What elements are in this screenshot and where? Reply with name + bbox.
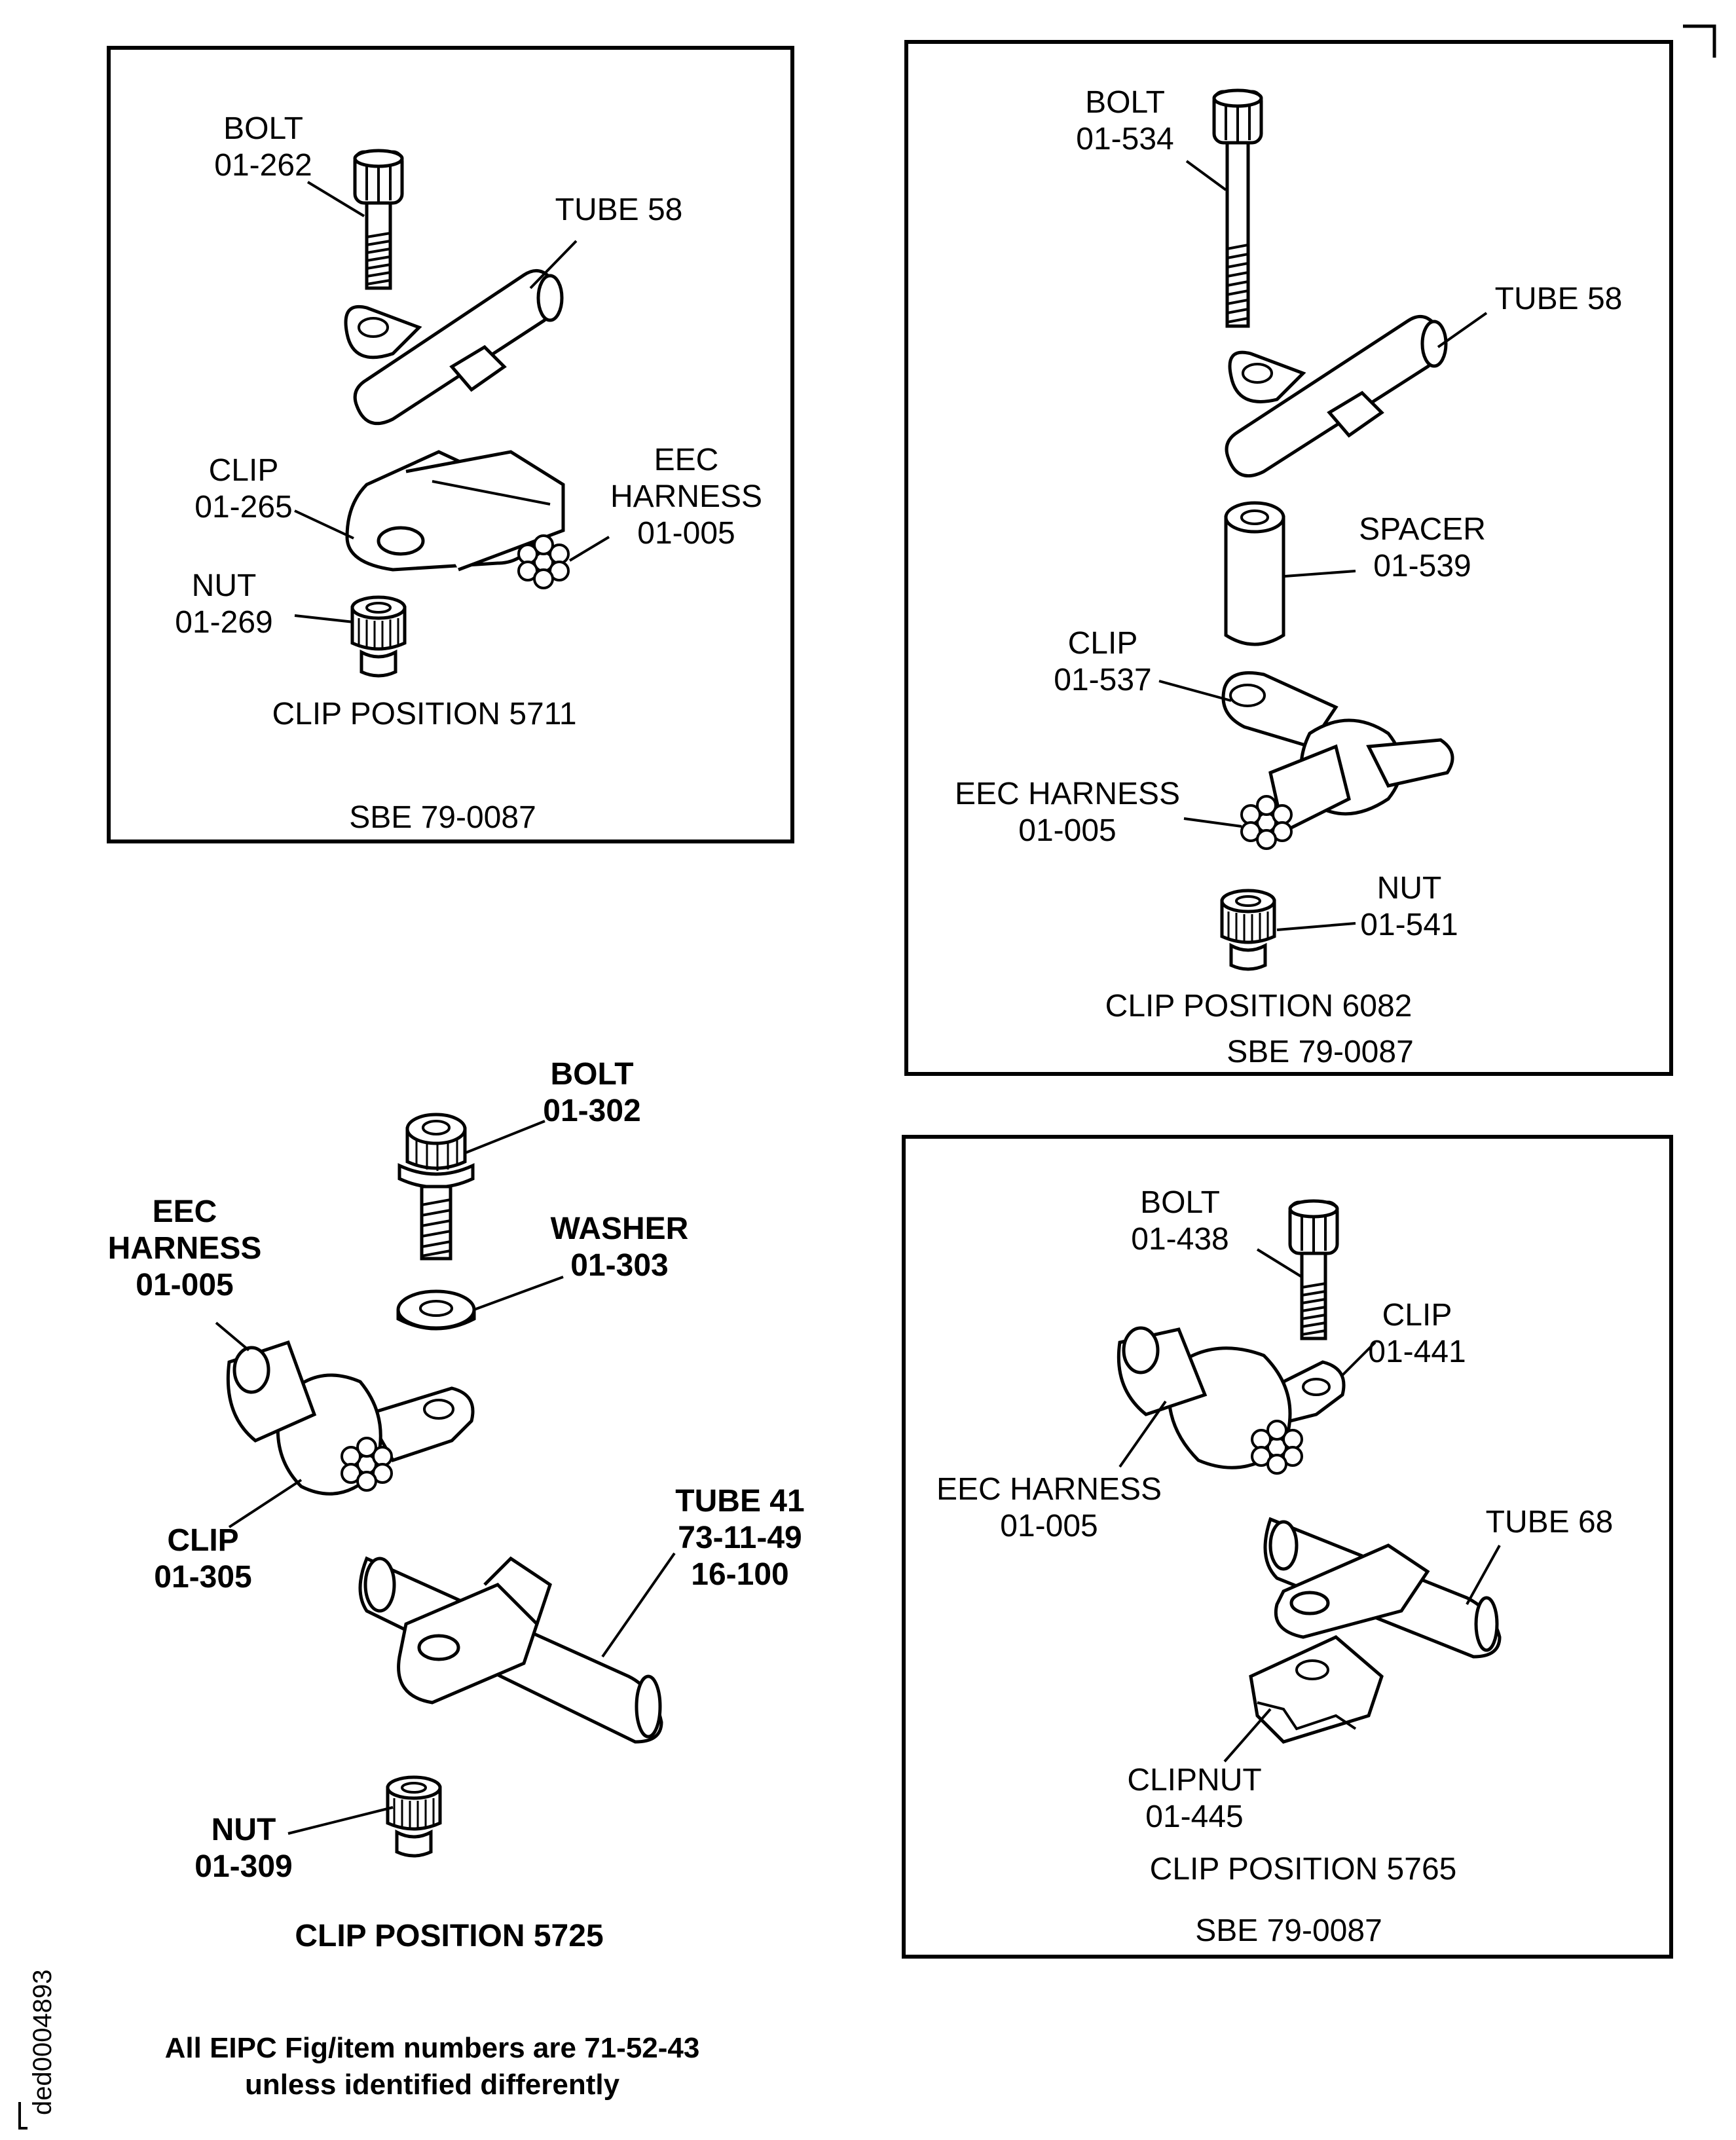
corner-mark [1683,24,1716,58]
tube-label: TUBE 68 [1486,1505,1614,1540]
washer-part [396,1289,476,1331]
clip-label: CLIP [1382,1298,1452,1333]
panel-frame [904,40,1673,1076]
leader-lines [294,181,610,623]
drawing-id: ded0004893 [28,1970,57,2115]
leader-lines [215,1120,676,1835]
bolt-number: 01-438 [1131,1222,1228,1257]
clip-number: 01-305 [154,1560,251,1595]
nut-part [352,597,405,676]
bolt-part [355,151,402,288]
panel-clip-position-5725: BOLT 01-302 WASHER 01-303 EEC HARNESS 01… [108,1057,805,1953]
spacer-part [1224,501,1285,646]
bolt-part [1290,1201,1337,1338]
bolt-number: 01-262 [214,148,312,183]
footnote-line-1: All EIPC Fig/item numbers are 71-52-43 [165,2032,700,2064]
clip-label: CLIP [1068,626,1138,661]
tube-label: TUBE 41 [675,1484,804,1519]
tube-part [358,1556,663,1744]
washer-number: 01-303 [570,1248,668,1283]
panel-clip-position-5711: BOLT 01-262 TUBE 58 CLIP 01-265 EEC HARN… [107,46,794,843]
clip-position-title: CLIP POSITION 6082 [1105,989,1413,1024]
clip-position-title: CLIP POSITION 5725 [295,1919,603,1953]
bolt-number: 01-302 [543,1094,640,1128]
nut-number: 01-269 [175,605,272,640]
panel-clip-position-5765: BOLT 01-438 CLIP 01-441 EEC HARNESS 01-0… [902,1135,1673,1959]
harness-label: EEC [654,443,719,477]
harness-number: 01-005 [136,1268,233,1302]
clip-position-title: CLIP POSITION 5711 [272,697,576,731]
bolt-label: BOLT [1085,85,1165,120]
tube-number-2: 16-100 [691,1557,788,1592]
bolt-label: BOLT [223,111,303,146]
bolt-label: BOLT [550,1057,633,1092]
nut-part [1222,891,1274,969]
bolt-part [1214,90,1261,326]
clip-label: CLIP [209,453,279,488]
nut-label: NUT [212,1813,276,1847]
harness-label: EEC [153,1194,217,1229]
tube-label: TUBE 58 [555,193,683,227]
clip-number: 01-265 [194,490,292,525]
tube-part [1263,1517,1502,1659]
nut-number: 01-309 [194,1849,292,1884]
harness-number: 01-005 [637,516,735,551]
nut-label: NUT [192,568,257,603]
harness-label: EEC HARNESS [936,1472,1162,1507]
bolt-label: BOLT [1140,1185,1220,1220]
nut-part [388,1777,440,1856]
harness-number: 01-005 [1000,1509,1098,1543]
tube-part [1225,314,1448,478]
leader-lines [1118,1248,1501,1763]
clip-position-title: CLIP POSITION 5765 [1150,1852,1457,1887]
nut-number: 01-541 [1360,908,1458,942]
bolt-number: 01-534 [1076,122,1173,157]
id-bracket [18,2102,28,2130]
bolt-part [397,1113,475,1261]
clip-part [1117,1326,1346,1469]
sbe-reference: SBE 79-0087 [1195,1913,1382,1948]
spacer-number: 01-539 [1373,549,1471,583]
clip-number: 01-537 [1054,663,1151,697]
harness-label-2: HARNESS [108,1231,262,1266]
panel-clip-position-6082: BOLT 01-534 TUBE 58 SPACER 01-539 CLIP 0… [904,40,1673,1076]
clipnut-part [1249,1635,1384,1744]
tube-label: TUBE 58 [1495,282,1623,316]
clip-number: 01-441 [1368,1335,1466,1369]
harness-label-2: HARNESS [610,479,762,514]
clip-label: CLIP [167,1523,238,1558]
spacer-label: SPACER [1359,512,1486,547]
leader-lines [1158,160,1488,931]
sbe-reference: SBE 79-0087 [349,800,536,835]
tube-number: 73-11-49 [678,1521,802,1555]
nut-label: NUT [1377,871,1442,906]
harness-number: 01-005 [1018,813,1116,848]
tube-part [344,268,564,426]
clipnut-label: CLIPNUT [1127,1763,1261,1798]
sbe-reference: SBE 79-0087 [1227,1035,1414,1069]
clip-part [345,450,565,572]
panel-frame [107,46,794,843]
footnote-line-2: unless identified differently [245,2069,620,2101]
washer-label: WASHER [551,1211,689,1246]
panel-frame [902,1135,1673,1959]
harness-label: EEC HARNESS [955,777,1180,811]
clipnut-number: 01-445 [1145,1799,1243,1834]
